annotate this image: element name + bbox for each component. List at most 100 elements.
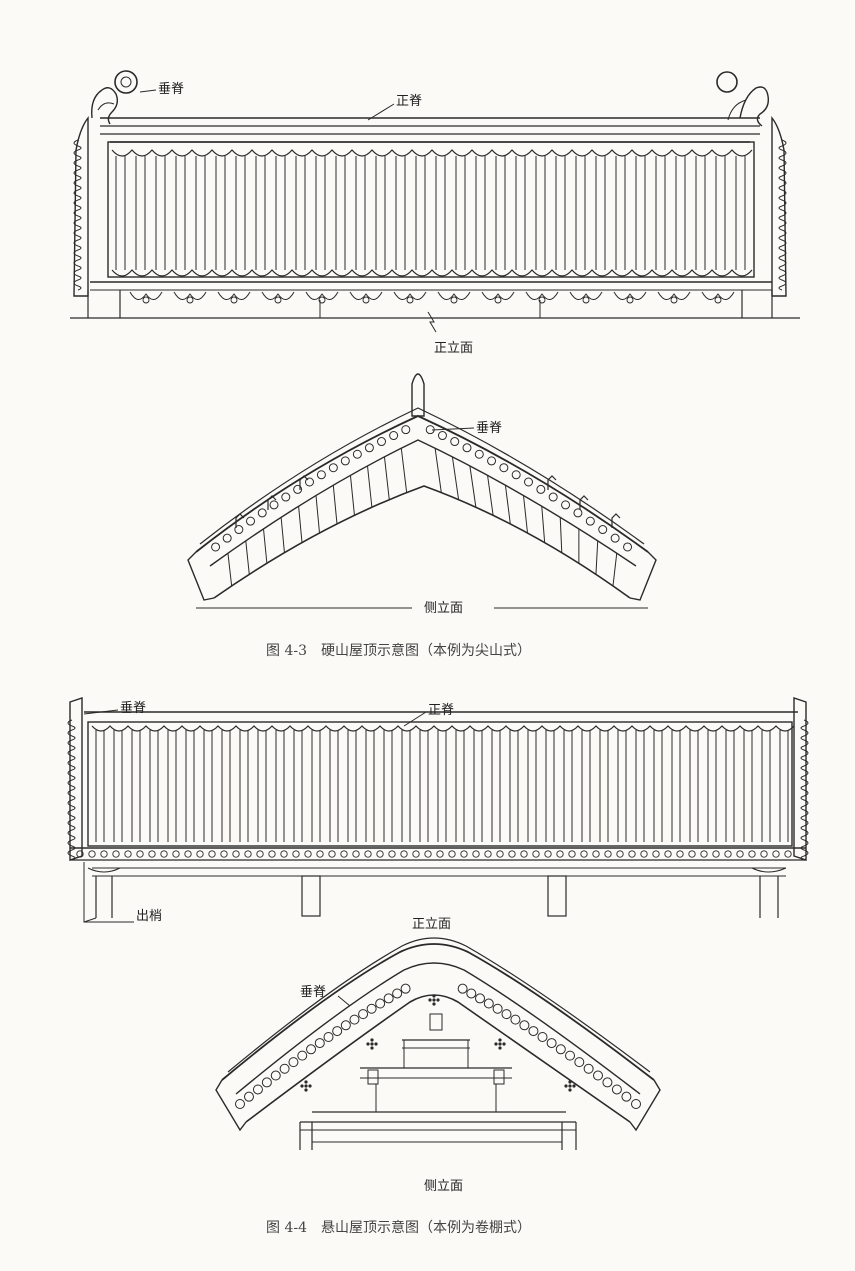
eave-bead [220,850,228,858]
ridge-bead [392,988,403,999]
eave-bead [364,850,372,858]
flower-dot [370,1042,374,1046]
eave-bead [256,850,264,858]
eave-bead [640,850,648,858]
fig44-left-gable-board [69,697,83,861]
eave-bead [160,850,168,858]
ridge-bead [524,477,533,487]
eave-bead [544,850,552,858]
eave-bead [712,850,720,858]
fig43-side-elevation: 垂脊 侧立面 [187,373,657,616]
ridge-bead [366,1003,377,1014]
flower-dot [432,994,436,998]
bracket-scroll [217,291,251,300]
eave-bead [424,850,432,858]
bracket-scroll [129,291,163,300]
side-tile-line [612,553,618,586]
fig43-front-elevation: 垂脊 正脊 正立面 [70,70,800,356]
ridge-bead [631,1099,641,1109]
fig43-right-finial [716,71,770,127]
eave-bead [652,850,660,858]
eave-bead [208,850,216,858]
ridge-bead [583,1063,594,1074]
side-tile-line [469,465,477,508]
ridge-bead [281,492,291,502]
eave-bead [244,850,252,858]
fig44-front-elevation: 出梢 垂脊 正脊 正立面 [67,697,809,932]
side-tile-line [400,448,408,493]
eave-bead [352,850,360,858]
ridge-bead [548,492,558,502]
fig43-front-tile-rows [111,149,753,277]
eave-bead [268,850,276,858]
tile-scallop-row [91,725,795,732]
flower-dot [498,1042,502,1046]
ridge-bead [323,1032,334,1042]
flower-dot [494,1042,498,1046]
ridge-bead [610,533,620,543]
bracket-knob [230,296,238,304]
ridge-bead [340,1020,351,1031]
side-tile-line [559,517,563,553]
ridge-bead [574,1057,585,1068]
fig43-side-hip-label: 垂脊 [476,421,502,436]
flower-dot [432,998,436,1002]
fig43-left-finial [91,70,138,125]
ridge-bead [466,988,477,999]
side-tile-line [280,517,285,553]
ridge-bead [510,1014,521,1025]
side-tile-line [383,456,390,500]
eave-bead [580,850,588,858]
eave-bead [520,850,528,858]
bracket-scroll [349,291,383,300]
eave-bead [376,850,384,858]
eave-bead [280,850,288,858]
ridge-bead [528,1026,539,1037]
fig43-side-hip-leader [431,427,475,431]
fig43-front-roof-body [107,141,755,278]
fig43-front-brackets [129,291,735,304]
bracket-scroll [481,291,515,300]
ridge-bead [561,500,571,510]
ridge-beast [267,495,277,510]
ridge-bead [261,1077,272,1088]
side-tile-line [332,485,338,524]
bracket-knob [714,296,722,304]
bracket-scroll [657,291,691,300]
ridge-bead [316,470,326,480]
fig44-front-hip-label: 垂脊 [120,701,146,716]
ridge-bead [246,516,256,526]
ridge-bead [314,1038,325,1049]
bracket-scroll [305,291,339,300]
eave-bead [292,850,300,858]
bracket-scroll [525,291,559,300]
ridge-bead [437,431,447,441]
ridge-bead [492,1003,503,1014]
ridge-bead [621,1091,632,1102]
ridge-bead [340,456,350,466]
eave-bead [628,850,636,858]
fig44-front-eave-tiles [76,850,792,858]
flower-dot [568,1080,572,1084]
ridge-bead [623,542,633,552]
flower-dot [300,1084,304,1088]
eave-bead [604,850,612,858]
fig44-front-hip-leader [83,709,119,715]
eave-bead [592,850,600,858]
fig44-front-columns [87,867,787,918]
bracket-scroll [569,291,603,300]
fig44-caption: 图 4-4 悬山屋顶示意图（本例为卷棚式） [266,1219,531,1236]
ridge-bead [585,516,595,526]
ridge-bead [483,998,494,1009]
bracket-scroll [393,291,427,300]
ridge-beast [235,513,245,528]
eave-bead [532,850,540,858]
bracket-scroll [173,291,207,300]
tile-eave-row [111,269,753,277]
eave-bead [460,850,468,858]
bracket-knob [318,296,326,304]
ridge-bead [297,1050,308,1061]
ridge-bead [499,463,509,473]
eave-bead [388,850,396,858]
ridge-bead [573,508,583,518]
